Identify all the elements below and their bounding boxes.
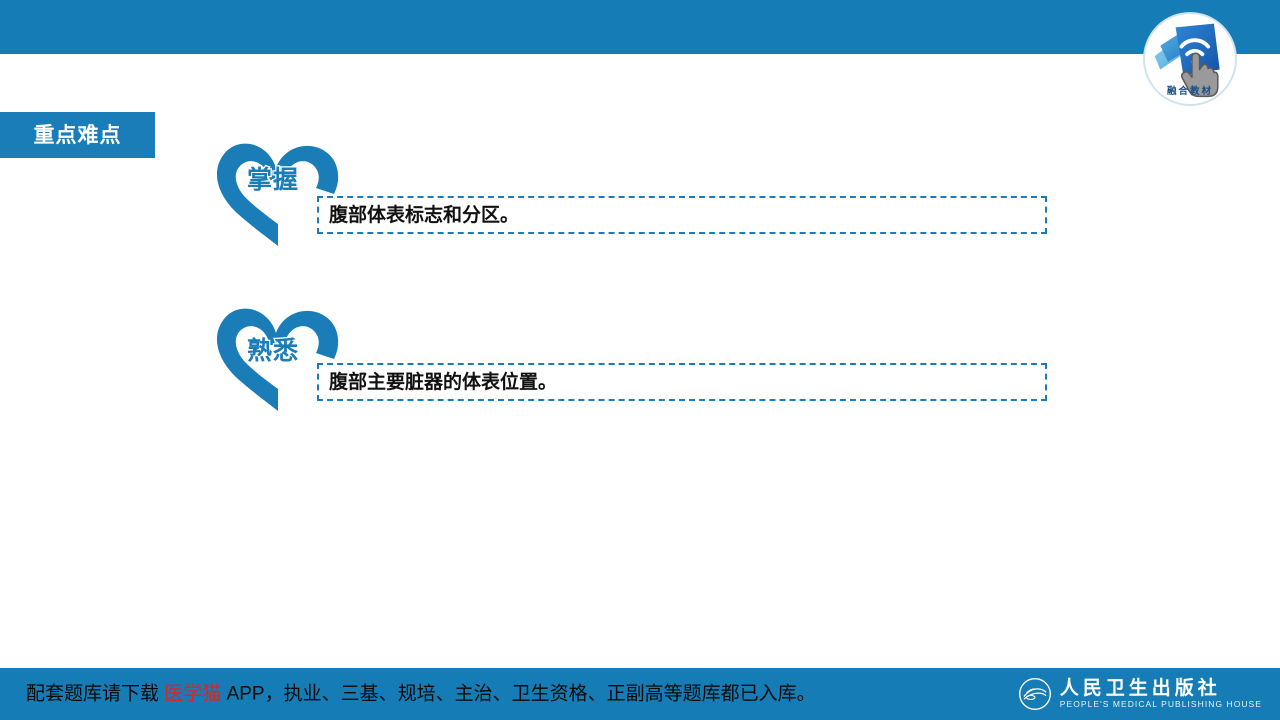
section-tag: 重点难点 <box>0 112 155 158</box>
section-tag-label: 重点难点 <box>33 123 122 147</box>
footer-promo-text: 配套题库请下载 医学猫 APP，执业、三基、规培、主治、卫生资格、正副高等题库都… <box>26 685 816 704</box>
header-bar <box>0 0 1280 54</box>
hand-pointer-icon <box>1180 52 1219 98</box>
objective-text: 腹部体表标志和分区。 <box>329 204 520 226</box>
footer-text-before: 配套题库请下载 <box>26 683 165 705</box>
footer-app-name: 医学猫 <box>164 683 222 705</box>
publisher-name-en: PEOPLE'S MEDICAL PUBLISHING HOUSE <box>1059 699 1262 710</box>
wifi-icon <box>1179 38 1211 57</box>
objective-row: 掌握 腹部体表标志和分区。 <box>0 128 1100 258</box>
heart-outline-icon <box>208 293 344 415</box>
objective-text-box: 腹部体表标志和分区。 <box>317 196 1047 234</box>
publisher-logo: 人民卫生出版社 PEOPLE'S MEDICAL PUBLISHING HOUS… <box>1018 677 1262 711</box>
heart-outline-shape <box>216 143 339 246</box>
objective-row: 熟悉 腹部主要脏器的体表位置。 <box>0 293 1100 423</box>
objective-level-label: 熟悉 <box>246 337 300 365</box>
publisher-name-cn: 人民卫生出版社 <box>1059 678 1221 700</box>
objective-text-box: 腹部主要脏器的体表位置。 <box>317 363 1047 401</box>
badge-artwork <box>1154 23 1220 98</box>
integrated-textbook-badge: 融合教材 <box>1143 12 1237 106</box>
heart-outline-icon <box>208 128 344 250</box>
badge-caption: 融合教材 <box>1166 85 1213 97</box>
publisher-mark-icon <box>1018 678 1051 710</box>
footer-text-after: APP，执业、三基、规培、主治、卫生资格、正副高等题库都已入库。 <box>221 683 816 705</box>
publisher-names: 人民卫生出版社 PEOPLE'S MEDICAL PUBLISHING HOUS… <box>1060 679 1262 709</box>
footer-bar: 配套题库请下载 医学猫 APP，执业、三基、规培、主治、卫生资格、正副高等题库都… <box>0 668 1280 720</box>
heart-outline-shape <box>216 308 339 411</box>
objective-level-label: 掌握 <box>246 166 300 194</box>
objective-text: 腹部主要脏器的体表位置。 <box>329 371 558 393</box>
